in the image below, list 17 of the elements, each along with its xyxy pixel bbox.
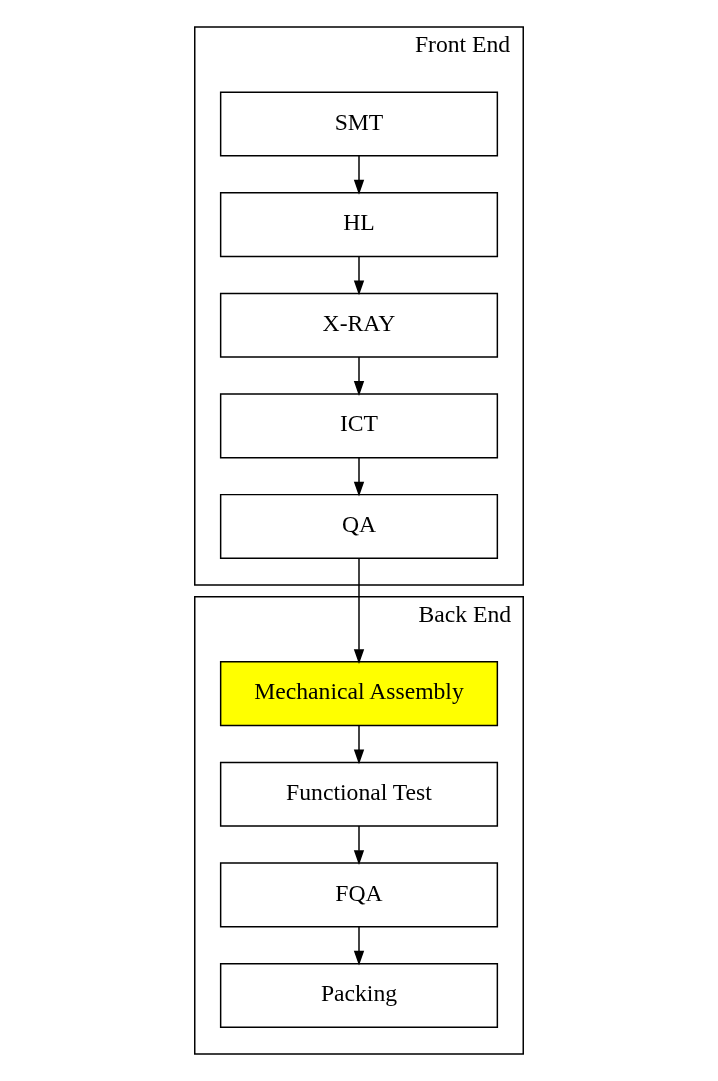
arrow <box>353 825 365 865</box>
arrow <box>353 456 365 497</box>
arrow <box>353 155 365 195</box>
node-box: ICT <box>219 393 499 459</box>
node-box: Packing <box>219 962 499 1029</box>
node-box: Mechanical Assembly <box>219 661 499 727</box>
arrow <box>353 724 365 765</box>
node-box: X-RAY <box>219 292 499 358</box>
node-box: QA <box>219 493 499 559</box>
arrow <box>353 356 365 396</box>
node-box: SMT <box>219 91 499 157</box>
arrow <box>353 926 365 966</box>
node-box: HL <box>219 192 499 258</box>
node-box: Functional Test <box>219 761 499 827</box>
arrow <box>353 557 365 665</box>
arrow <box>353 255 365 296</box>
node-box: FQA <box>219 862 499 928</box>
